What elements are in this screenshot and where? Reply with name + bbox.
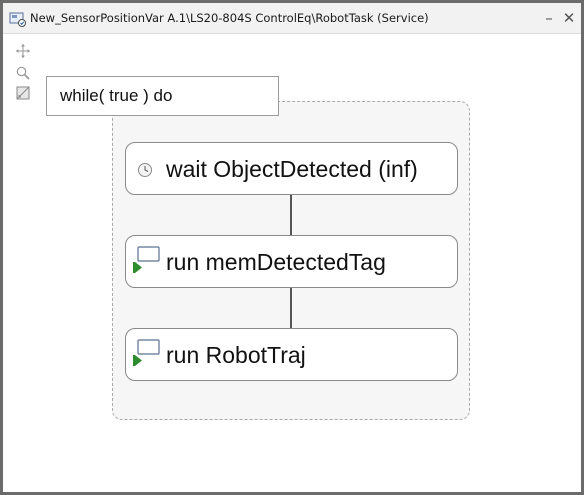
diagram-canvas[interactable]: while( true ) do wait ObjectDetected (in… [3,34,581,492]
run-icon [131,339,161,369]
title-bar[interactable]: New_SensorPositionVar A.1\LS20-804S Cont… [3,3,581,34]
step-connector [290,287,292,329]
step-label: run RobotTraj [166,342,306,368]
fit-icon[interactable] [15,85,31,101]
move-icon[interactable] [15,43,31,59]
zoom-icon[interactable] [15,65,31,81]
step-label: wait ObjectDetected (inf) [166,156,418,182]
diagram-window-icon [9,11,27,27]
run-icon [131,246,161,276]
wait-step[interactable]: wait ObjectDetected (inf) [125,142,458,195]
step-connector [290,194,292,236]
minimize-button[interactable]: – [545,9,553,27]
clock-icon [137,162,153,178]
step-label: run memDetectedTag [166,249,386,275]
run-step-robot-traj[interactable]: run RobotTraj [125,328,458,381]
run-step-mem-detected-tag[interactable]: run memDetectedTag [125,235,458,288]
loop-condition-label[interactable]: while( true ) do [46,76,279,116]
close-button[interactable]: ✕ [562,9,576,27]
window-title: New_SensorPositionVar A.1\LS20-804S Cont… [30,11,429,25]
